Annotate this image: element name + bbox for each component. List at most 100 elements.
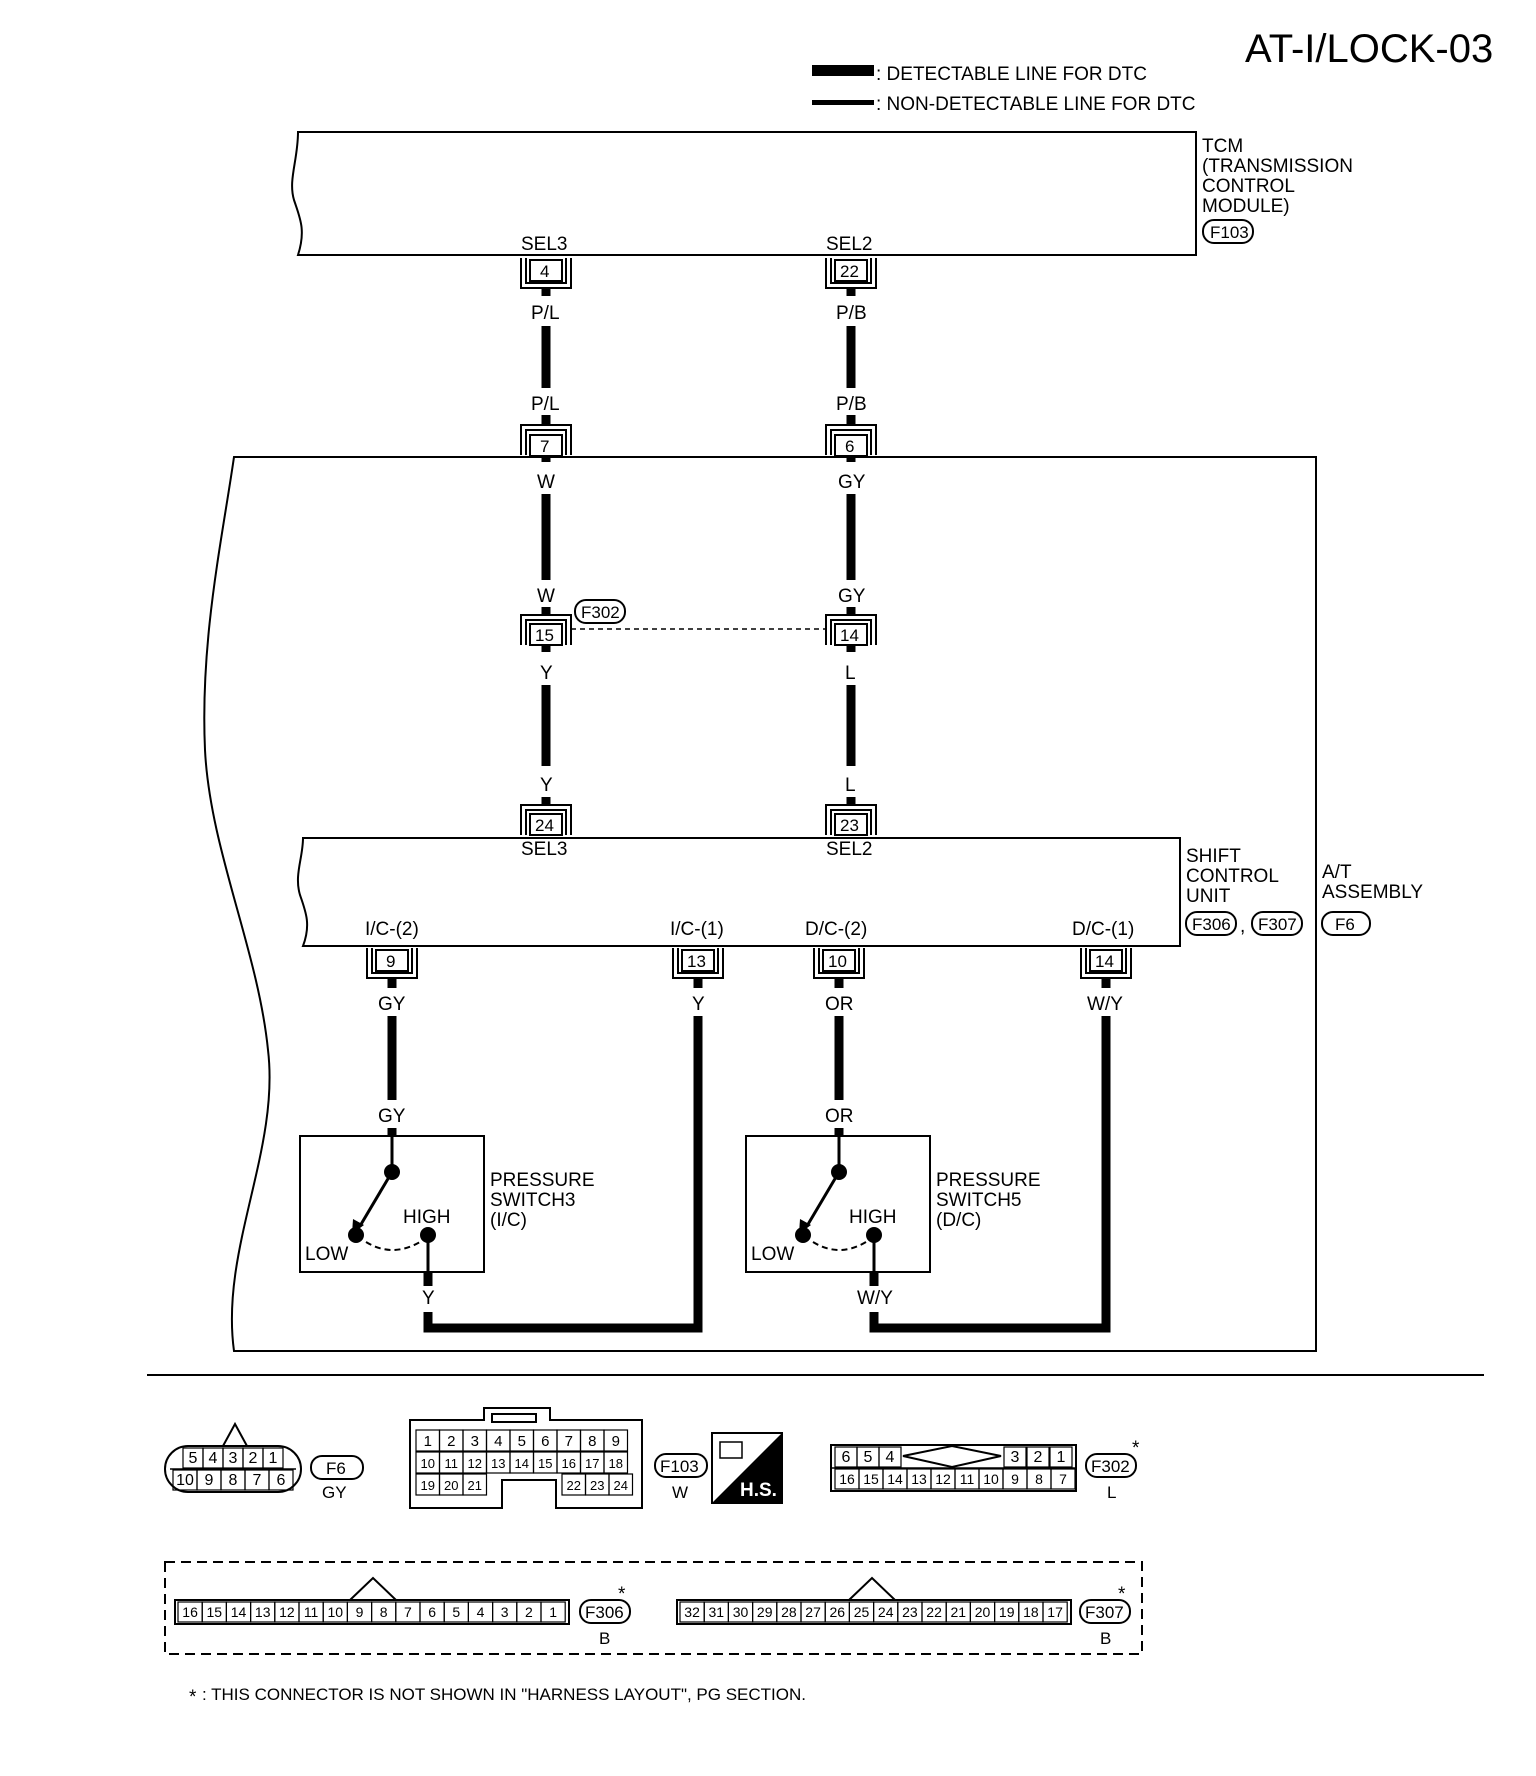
wire-label: P/B — [836, 394, 867, 415]
connector-pin-number: 2 — [1034, 1449, 1043, 1466]
scu-connector-f307: F307 — [1258, 915, 1297, 934]
f302-badge-id: F302 — [581, 603, 620, 622]
wire-label: GY — [838, 472, 866, 493]
connector-f302-diamond — [902, 1444, 1002, 1469]
connector-pin-cell — [603, 1429, 629, 1452]
wire-label: OR — [825, 994, 854, 1015]
connector-pin-number: 8 — [380, 1604, 388, 1620]
scu-output-dc1: D/C-(1) — [1072, 919, 1134, 940]
shift-control-unit: SEL3 SEL2 SHIFT CONTROL UNIT F306 , F307… — [296, 837, 1303, 947]
tcm-label-4: MODULE) — [1202, 196, 1290, 217]
connector-pin-number: 11 — [304, 1604, 319, 1620]
pressure-switch-5: LOW HIGH PRESSURE SWITCH5 (D/C) — [745, 1135, 1041, 1273]
scu-pin-23: 23 — [840, 816, 859, 835]
connector-pin-number: 23 — [590, 1478, 604, 1493]
connector-f306-id: F306 — [585, 1603, 624, 1622]
connector-pin-cell — [1050, 1468, 1076, 1490]
legend-detectable-text: : DETECTABLE LINE FOR DTC — [876, 64, 1147, 85]
wire-label: Y — [422, 1288, 435, 1309]
connector-pin-number: 13 — [255, 1604, 271, 1620]
wire-color-labels: P/L P/B P/L P/B W GY W GY Y L Y L GY Y O… — [378, 303, 1123, 1309]
scu-label-2: CONTROL — [1186, 866, 1279, 887]
pin-box — [1089, 949, 1123, 972]
connector-pin-number: 8 — [588, 1433, 596, 1450]
connector-pin-cell — [1026, 1446, 1050, 1468]
connector-pin-number: 6 — [277, 1472, 286, 1489]
legend-thick-line-swatch — [812, 65, 874, 76]
connector-pin-number: 1 — [424, 1433, 432, 1450]
connector-f307-asterisk: * — [1118, 1584, 1126, 1605]
connector-pin-number: 7 — [253, 1472, 262, 1489]
legend: : DETECTABLE LINE FOR DTC : NON-DETECTAB… — [812, 64, 1196, 115]
connector-f307-color: B — [1100, 1629, 1111, 1648]
connector-key — [221, 1421, 249, 1447]
connector-pin-number: 5 — [864, 1449, 873, 1466]
connector-pin-number: 16 — [839, 1471, 855, 1487]
connector-pin-number: 15 — [863, 1471, 879, 1487]
scu-pin-13: 13 — [687, 952, 706, 971]
scu-output-dc2: D/C-(2) — [805, 919, 867, 940]
pressure-switch-3: LOW HIGH PRESSURE SWITCH3 (I/C) — [299, 1135, 595, 1273]
connector-pin-number: 19 — [999, 1604, 1015, 1620]
connector-pin-number: 6 — [842, 1449, 851, 1466]
wire-label: W/Y — [857, 1288, 893, 1309]
connector-f302-asterisk: * — [1132, 1438, 1140, 1459]
connector-pin-number: 10 — [176, 1472, 194, 1489]
tcm-pin-4: 4 — [540, 262, 549, 281]
wire-label: Y — [692, 994, 705, 1015]
connector-pin-number: 1 — [269, 1450, 278, 1467]
hs-badge-black-half — [712, 1433, 782, 1503]
f302-pin-14: 14 — [840, 626, 859, 645]
connector-f302-id: F302 — [1091, 1457, 1130, 1476]
shift-control-unit-box — [296, 837, 1181, 947]
switch-low-label: LOW — [751, 1244, 794, 1265]
connector-pin-number: 5 — [518, 1433, 526, 1450]
connector-pin-number: 7 — [565, 1433, 573, 1450]
connector-pin-number: 12 — [468, 1456, 482, 1471]
connector-pin-number: 17 — [1047, 1604, 1063, 1620]
scu-pin-14: 14 — [1095, 952, 1114, 971]
tcm-label-2: (TRANSMISSION — [1202, 156, 1353, 177]
connector-pin-number: 13 — [911, 1471, 927, 1487]
switch-low-contact — [795, 1227, 811, 1243]
wire-label: P/L — [531, 394, 560, 415]
tcm-pin-22: 22 — [840, 262, 859, 281]
connector-f307-id: F307 — [1085, 1603, 1124, 1622]
footnote: : THIS CONNECTOR IS NOT SHOWN IN "HARNES… — [202, 1685, 806, 1704]
f302-pin-15: 15 — [535, 626, 554, 645]
legend-thin-line-swatch — [812, 100, 874, 105]
connector-pin-cell — [462, 1473, 488, 1496]
connector-pin-number: 10 — [328, 1604, 344, 1620]
connector-f103-shell — [409, 1407, 643, 1509]
wire-label: W/Y — [1087, 994, 1123, 1015]
connector-f6-color: GY — [322, 1483, 347, 1502]
at-assembly-label-1: A/T — [1322, 862, 1352, 883]
connector-pin-number: 13 — [491, 1456, 505, 1471]
connector-pin-number: 24 — [614, 1478, 628, 1493]
at-assembly: A/T ASSEMBLY F6 — [203, 456, 1423, 1352]
connector-pin-number: 18 — [1023, 1604, 1039, 1620]
pressure-switch-3-label-2: SWITCH3 — [490, 1190, 576, 1211]
connector-pin-number: 12 — [935, 1471, 951, 1487]
connector-pin-number: 5 — [189, 1450, 198, 1467]
connector-pin-number: 23 — [902, 1604, 918, 1620]
wire-label: Y — [540, 663, 553, 684]
connector-pin-number: 8 — [229, 1472, 238, 1489]
connector-pin-number: 9 — [205, 1472, 214, 1489]
pin-box — [822, 949, 856, 972]
connector-pin-cell — [1042, 1601, 1068, 1623]
wire-ic1-return — [423, 1016, 703, 1333]
connector-pin-cell — [262, 1447, 284, 1469]
connector-pin-number: 4 — [886, 1449, 895, 1466]
wire-label: P/B — [836, 303, 867, 324]
switch-high-label: HIGH — [403, 1207, 451, 1228]
f6-pin-7: 7 — [540, 437, 549, 456]
wire-label: Y — [540, 775, 553, 796]
scu-connector-separator: , — [1240, 916, 1245, 937]
switch-low-label: LOW — [305, 1244, 348, 1265]
at-assembly-label-2: ASSEMBLY — [1322, 882, 1423, 903]
